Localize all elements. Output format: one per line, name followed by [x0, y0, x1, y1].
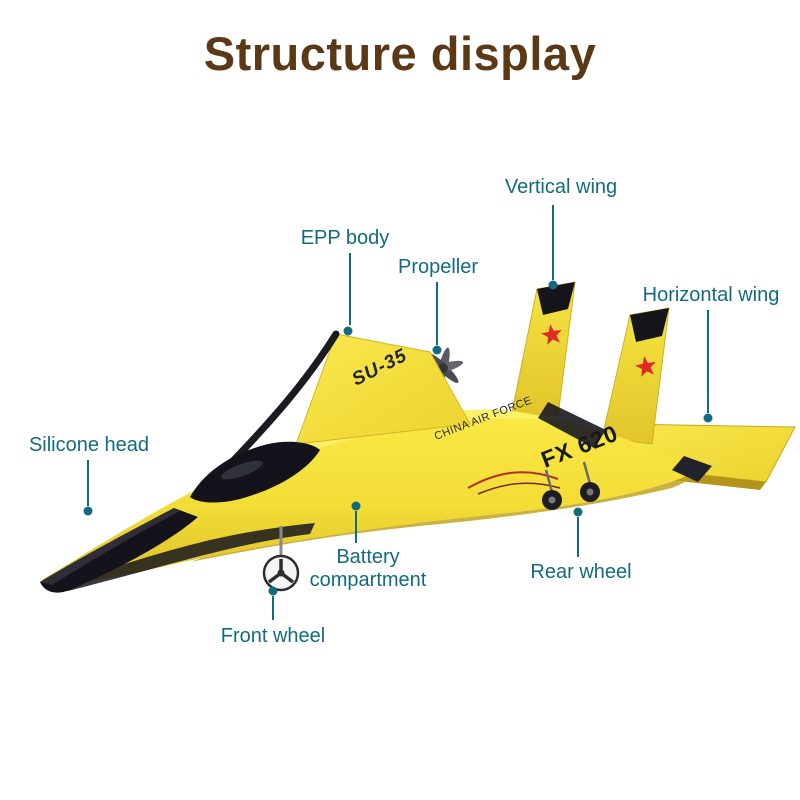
- vertical-fin-left: [511, 281, 576, 417]
- fin-black-tip: [537, 282, 575, 315]
- belly-shading: [190, 469, 702, 562]
- fuselage: [42, 402, 712, 591]
- pointer-dot: [703, 413, 713, 423]
- pointer-dots: [83, 280, 713, 596]
- label-horizontal-wing: Horizontal wing: [642, 284, 780, 306]
- canopy: [190, 441, 320, 503]
- nose-cone: [40, 508, 198, 593]
- pointer-dot: [573, 507, 583, 517]
- tail-nozzle: [672, 456, 712, 482]
- antenna-wire: [467, 471, 559, 489]
- label-epp-body: EPP body: [300, 227, 390, 249]
- fin-black-tip: [630, 308, 669, 342]
- wing-leading-edge-stripe: [228, 330, 340, 466]
- label-front-wheel: Front wheel: [220, 625, 326, 647]
- vertical-fin-right: [601, 307, 670, 445]
- canopy-highlight: [221, 460, 263, 480]
- pointer-dot: [432, 345, 442, 355]
- antenna-wire: [477, 482, 561, 495]
- label-rear-wheel: Rear wheel: [530, 561, 632, 583]
- rear-wheel-assembly: [542, 461, 600, 510]
- tail-dark-streak: [538, 402, 606, 448]
- pointer-dot: [83, 506, 93, 516]
- pointer-dot: [343, 326, 353, 336]
- label-battery-compartment: Battery compartment: [309, 546, 427, 591]
- pointer-dot: [548, 280, 558, 290]
- label-vertical-wing: Vertical wing: [504, 176, 618, 198]
- front-wheel-assembly: [262, 526, 300, 592]
- left-wing: [228, 330, 471, 466]
- label-propeller: Propeller: [397, 256, 479, 278]
- pointer-dot: [351, 501, 361, 511]
- label-silicone-head: Silicone head: [28, 434, 150, 456]
- chin-dark-band: [60, 523, 315, 591]
- pointer-dot: [268, 586, 278, 596]
- page-title: Structure display: [203, 27, 597, 80]
- pointer-lines: [87, 205, 709, 620]
